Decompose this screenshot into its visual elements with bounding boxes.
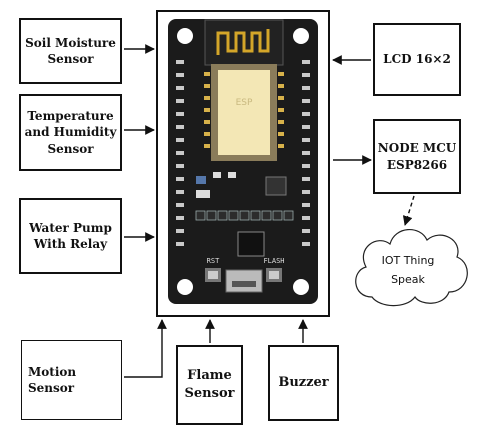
flame-sensor-label: Flame Sensor (184, 368, 235, 401)
soil-moisture-sensor-block: Soil Moisture Sensor (19, 18, 122, 84)
lcd-block: LCD 16×2 (373, 23, 461, 96)
temperature-humidity-label: Temperature and Humidity Sensor (24, 109, 117, 156)
buzzer-block: Buzzer (268, 345, 339, 421)
flame-sensor-block: Flame Sensor (176, 345, 243, 425)
nodemcu-board-image: ESP (168, 19, 318, 304)
rst-button-label: RST (207, 257, 220, 265)
iot-cloud-shape (355, 229, 468, 307)
soil-moisture-label: Soil Moisture Sensor (25, 35, 116, 66)
flash-button-label: FLASH (263, 257, 284, 265)
arrow-nodemcu-to-iot (402, 195, 415, 226)
nodemcu-label: NODE MCU ESP8266 (377, 141, 457, 172)
nodemcu-block: NODE MCU ESP8266 (373, 119, 461, 194)
arrow-motion-to-board (124, 319, 167, 378)
water-pump-relay-block: Water Pump With Relay (19, 198, 122, 274)
motion-sensor-label: Motion Sensor (28, 364, 77, 395)
buzzer-label: Buzzer (278, 375, 329, 391)
temperature-humidity-sensor-block: Temperature and Humidity Sensor (19, 94, 122, 171)
motion-sensor-block: Motion Sensor (21, 340, 122, 420)
water-pump-label: Water Pump With Relay (29, 220, 112, 251)
iot-thingspeak-label: IOT Thing Speak (381, 254, 435, 286)
lcd-label: LCD 16×2 (383, 52, 451, 67)
svg-text:ESP: ESP (236, 98, 253, 108)
